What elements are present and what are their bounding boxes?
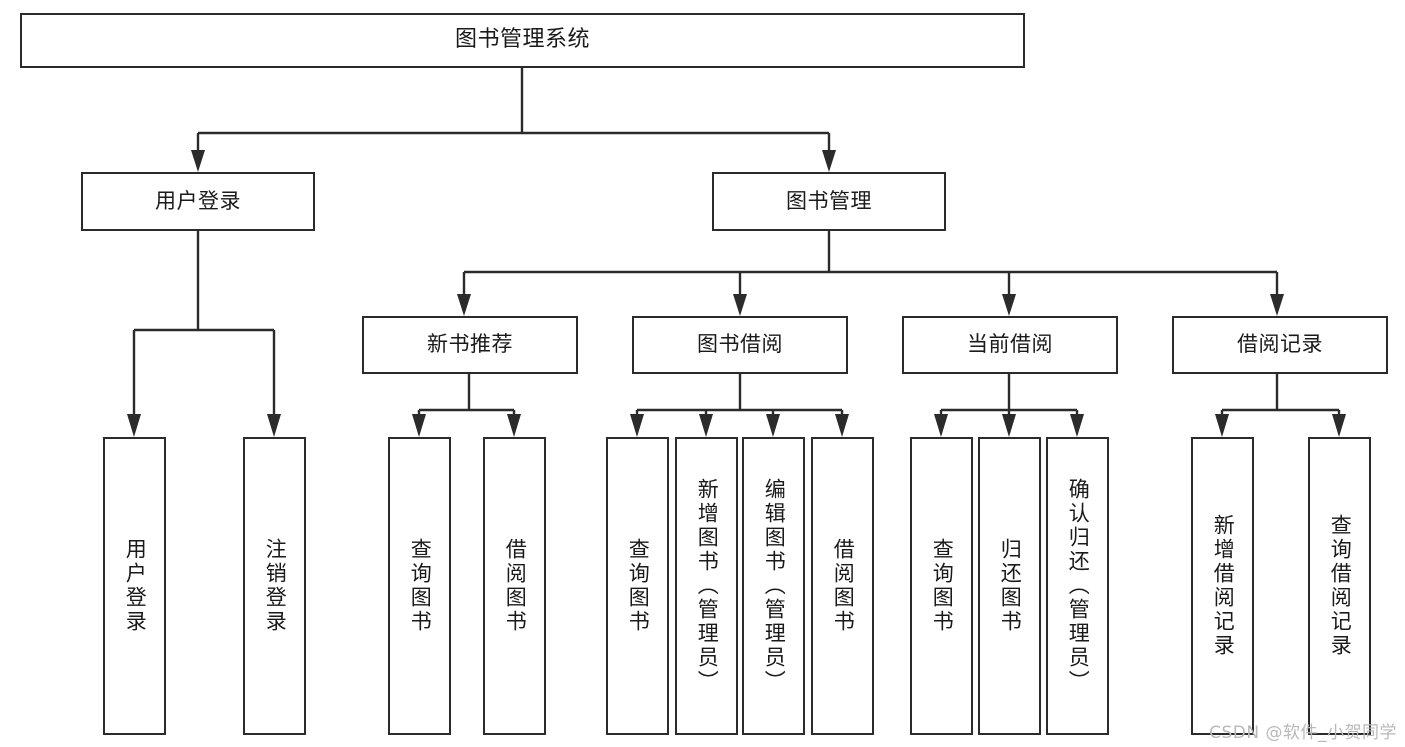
arrow-leaf-add-book <box>699 414 713 437</box>
node-book-manage[interactable]: 图书管理 <box>712 172 946 231</box>
node-current-borrow-label: 当前借阅 <box>967 332 1053 357</box>
arrow-leaf-confirm-return <box>1070 414 1084 437</box>
node-new-book-recommend[interactable]: 新书推荐 <box>362 316 578 374</box>
node-leaf-borrow-book-2[interactable]: 借阅图书 <box>811 437 874 735</box>
arrow-leaf-query-record <box>1332 414 1346 437</box>
arrow-leaf-return-book <box>1002 414 1016 437</box>
node-book-borrow-label: 图书借阅 <box>697 332 783 357</box>
arrow-to-book-manage <box>822 150 836 172</box>
arrow-leaf-query-book-2 <box>630 414 644 437</box>
node-book-manage-label: 图书管理 <box>786 188 872 213</box>
node-leaf-borrow-book-1[interactable]: 借阅图书 <box>483 437 546 735</box>
arrow-leaf-edit-book <box>766 414 780 437</box>
node-leaf-query-record-label: 查询借阅记录 <box>1328 514 1353 658</box>
arrow-leaf-user-logout <box>267 414 281 437</box>
arrow-leaf-user-login <box>127 414 141 437</box>
node-leaf-user-login[interactable]: 用户登录 <box>103 437 166 735</box>
node-book-borrow[interactable]: 图书借阅 <box>632 316 848 374</box>
node-current-borrow[interactable]: 当前借阅 <box>902 316 1118 374</box>
node-leaf-add-record[interactable]: 新增借阅记录 <box>1191 437 1254 735</box>
node-leaf-query-book-1-label: 查询图书 <box>408 538 433 634</box>
node-leaf-query-book-2[interactable]: 查询图书 <box>606 437 669 735</box>
watermark-text: CSDN @软件_小贺同学 <box>1209 723 1397 743</box>
node-leaf-query-book-3[interactable]: 查询图书 <box>910 437 973 735</box>
node-leaf-edit-book-label: 编辑图书（管理员） <box>762 478 787 694</box>
node-leaf-user-login-label: 用户登录 <box>123 538 148 634</box>
node-leaf-query-book-2-label: 查询图书 <box>626 538 651 634</box>
arrow-leaf-borrow-book-1 <box>507 414 521 437</box>
arrow-leaf-query-book-3 <box>934 414 948 437</box>
arrow-to-book-borrow <box>733 294 747 316</box>
node-leaf-add-book-label: 新增图书（管理员） <box>695 478 720 694</box>
node-root[interactable]: 图书管理系统 <box>20 13 1025 68</box>
node-leaf-query-record[interactable]: 查询借阅记录 <box>1308 437 1371 735</box>
arrow-to-new-book <box>457 294 471 316</box>
node-leaf-return-book-label: 归还图书 <box>998 538 1023 634</box>
node-leaf-add-book[interactable]: 新增图书（管理员） <box>675 437 738 735</box>
node-leaf-query-book-1[interactable]: 查询图书 <box>388 437 451 735</box>
node-user-login[interactable]: 用户登录 <box>81 172 315 231</box>
node-leaf-user-logout[interactable]: 注销登录 <box>243 437 306 735</box>
node-user-login-label: 用户登录 <box>155 188 241 213</box>
node-leaf-user-logout-label: 注销登录 <box>263 538 288 634</box>
arrow-leaf-query-book-1 <box>412 414 426 437</box>
node-leaf-query-book-3-label: 查询图书 <box>930 538 955 634</box>
node-leaf-borrow-book-1-label: 借阅图书 <box>503 538 528 634</box>
arrow-to-borrow-record <box>1270 294 1284 316</box>
arrow-to-user-login <box>191 150 205 172</box>
arrow-leaf-borrow-book-2 <box>835 414 849 437</box>
arrow-to-current-borrow <box>1002 294 1016 316</box>
node-new-book-recommend-label: 新书推荐 <box>427 332 513 357</box>
node-root-label: 图书管理系统 <box>454 27 590 53</box>
arrow-leaf-add-record <box>1215 414 1229 437</box>
node-leaf-return-book[interactable]: 归还图书 <box>978 437 1041 735</box>
node-leaf-confirm-return-label: 确认归还（管理员） <box>1066 478 1091 694</box>
node-leaf-confirm-return[interactable]: 确认归还（管理员） <box>1046 437 1109 735</box>
node-borrow-record[interactable]: 借阅记录 <box>1172 316 1388 374</box>
node-borrow-record-label: 借阅记录 <box>1237 332 1323 357</box>
node-leaf-add-record-label: 新增借阅记录 <box>1211 514 1236 658</box>
node-leaf-borrow-book-2-label: 借阅图书 <box>831 538 856 634</box>
node-leaf-edit-book[interactable]: 编辑图书（管理员） <box>742 437 805 735</box>
